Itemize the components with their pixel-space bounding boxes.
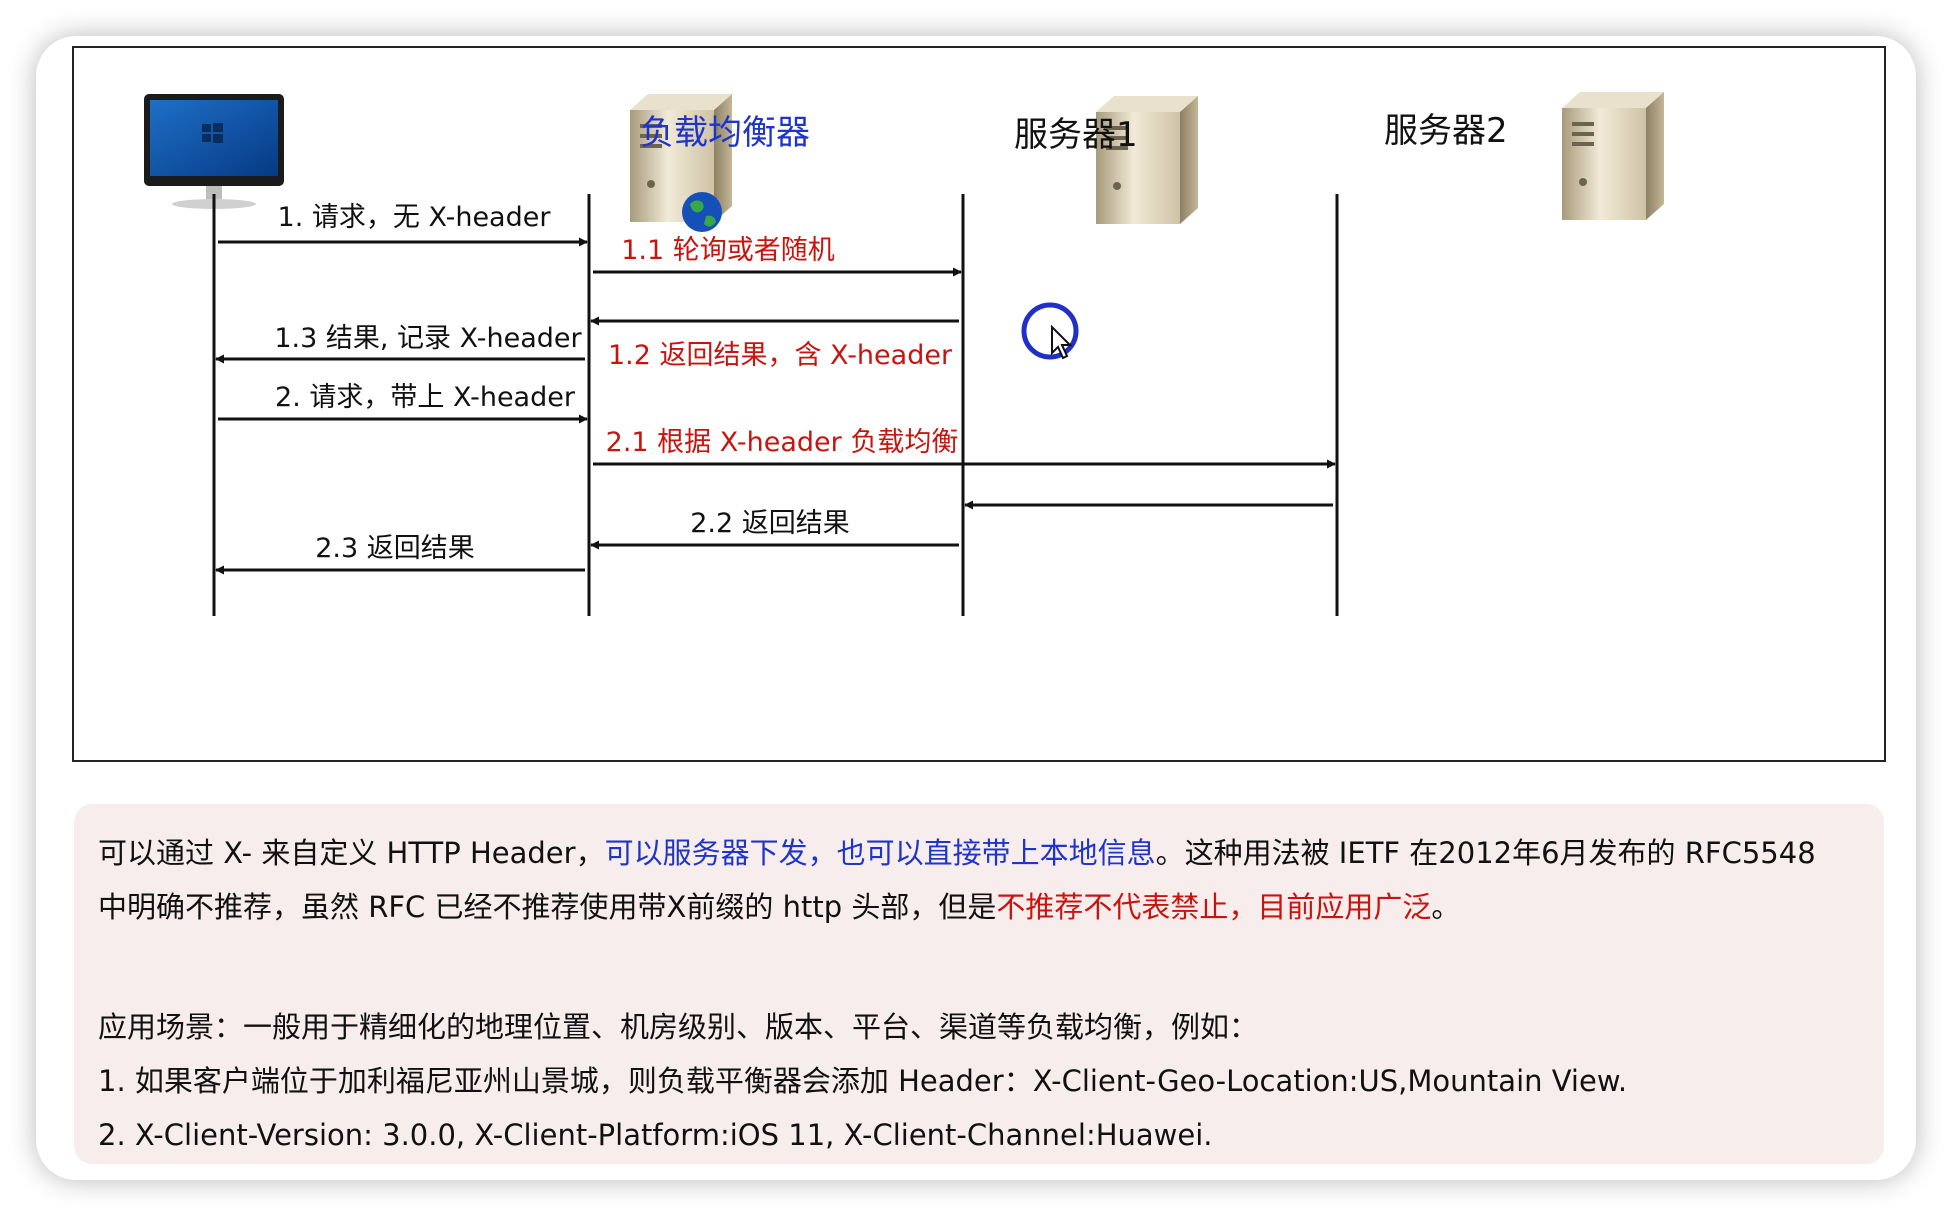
message-label: 2.1 根据 X-header 负载均衡 — [606, 427, 959, 458]
message-label: 2.3 返回结果 — [315, 533, 475, 564]
server-icon — [1562, 92, 1664, 220]
note-line-1: 可以通过 X- 来自定义 HTTP Header，可以服务器下发，也可以直接带上… — [98, 826, 1862, 880]
server-globe-icon — [630, 94, 732, 232]
note-scenario: 应用场景：一般用于精细化的地理位置、机房级别、版本、平台、渠道等负载均衡，例如： — [98, 1010, 1259, 1044]
cursor-icon — [1021, 302, 1079, 360]
note-spacer — [98, 934, 1862, 1000]
note-highlight-red: 不推荐不代表禁止，目前应用广泛 — [996, 890, 1432, 924]
note-line-2: 中明确不推荐，虽然 RFC 已经不推荐使用带X前缀的 http 头部，但是不推荐… — [98, 880, 1862, 934]
server-icon — [1096, 96, 1198, 224]
message-label: 1. 请求，无 X-header — [278, 202, 552, 233]
message-label: 2.2 返回结果 — [690, 508, 850, 539]
slide-frame: 负载均衡器 服务器1 服务器2 1. 请求，无 X-header 1.1 轮询或者随机… — [36, 36, 1916, 1180]
participant-label-lb: 负载均衡器 — [640, 113, 810, 153]
message-label: 1.2 返回结果，含 X-header — [608, 340, 953, 371]
note-text: 。这种用法被 IETF 在2012年6月发布的 RFC5548 — [1155, 836, 1816, 870]
monitor-icon — [144, 94, 284, 209]
note-text: 可以通过 X- 来自定义 HTTP Header， — [98, 836, 605, 870]
message-label: 1.3 结果, 记录 X-header — [274, 323, 582, 354]
explanation-note: 可以通过 X- 来自定义 HTTP Header，可以服务器下发，也可以直接带上… — [74, 804, 1884, 1164]
messages: 1. 请求，无 X-header 1.1 轮询或者随机 1.2 返回结果，含 X-h… — [215, 202, 1336, 575]
participant-labels: 负载均衡器 服务器1 服务器2 — [640, 111, 1508, 155]
note-example-2: 2. X-Client-Version: 3.0.0, X-Client-Pla… — [98, 1118, 1213, 1152]
note-text: 中明确不推荐，虽然 RFC 已经不推荐使用带X前缀的 http 头部，但是 — [98, 890, 997, 924]
sequence-diagram: 负载均衡器 服务器1 服务器2 1. 请求，无 X-header 1.1 轮询或者随机… — [72, 46, 1886, 762]
note-example-1: 1. 如果客户端位于加利福尼亚州山景城，则负载平衡器会添加 Header：X-C… — [98, 1064, 1628, 1098]
lifelines — [212, 194, 1339, 616]
sequence-diagram-canvas: 负载均衡器 服务器1 服务器2 1. 请求，无 X-header 1.1 轮询或者随机… — [144, 92, 1664, 616]
participant-label-server1: 服务器1 — [1014, 115, 1138, 155]
note-highlight-blue: 可以服务器下发，也可以直接带上本地信息 — [604, 836, 1156, 870]
participant-label-server2: 服务器2 — [1384, 111, 1508, 151]
message-label: 2. 请求，带上 X-header — [275, 382, 576, 413]
note-text: 。 — [1431, 890, 1461, 924]
message-label: 1.1 轮询或者随机 — [621, 235, 835, 266]
